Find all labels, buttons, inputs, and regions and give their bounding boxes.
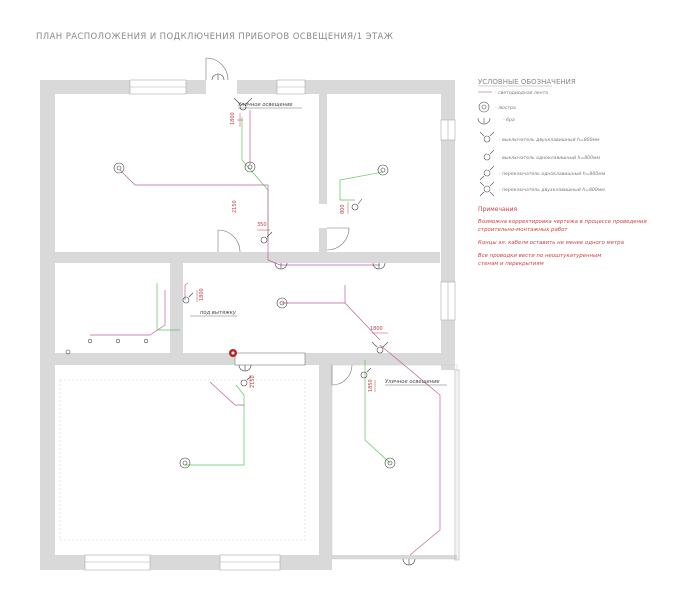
chandelier-room (377, 164, 389, 176)
chandelier-living (179, 457, 191, 469)
note-line-4: стенам и перекрытиям (478, 261, 544, 267)
plan-title: ПЛАН РАСПОЛОЖЕНИЯ И ПОДКЛЮЧЕНИЯ ПРИБОРОВ… (36, 32, 393, 42)
legend-item-6: - переключатель двухклавишный h=800мм (499, 187, 605, 193)
legend-item-0: - светодиодная лента (495, 91, 548, 96)
notes: Примечания Возможна корректировка чертеж… (478, 206, 648, 267)
wire-lines (90, 110, 441, 556)
legend: УСЛОВНЫЕ ОБОЗНАЧЕНИЯ - светодиодная лент… (477, 78, 606, 197)
dim-8: 2150 (232, 200, 238, 213)
tag-hood: под вытяжку (200, 310, 237, 316)
chandelier-fixtures (113, 161, 396, 469)
chandelier-symbol-icon (478, 101, 490, 113)
walls (40, 80, 457, 570)
dim-5: 1800 (370, 326, 383, 332)
note-line-1: строительно-монтажных работ (478, 227, 568, 233)
doors (205, 57, 353, 386)
terrace (59, 364, 458, 560)
legend-item-1: - люстра (495, 106, 516, 111)
sconce-symbol-icon (477, 117, 491, 125)
switches (182, 97, 389, 387)
double-passthrough-switch-symbol-icon (479, 181, 495, 197)
outlets-red (229, 349, 237, 357)
note-line-0: Возможна корректировка чертежа в процесс… (478, 219, 648, 225)
chandelier-corridor (276, 297, 288, 309)
chandelier-hall (113, 162, 125, 174)
feed-lines (156, 117, 391, 466)
single-switch-symbol-icon (483, 149, 495, 161)
single-passthrough-switch-symbol-icon (479, 165, 495, 181)
windows (84, 79, 460, 571)
dim-3: 800 (340, 204, 346, 214)
legend-item-4: - выключатель одноклавишный h=800мм (499, 155, 600, 161)
chandelier-terrace (384, 457, 396, 469)
tag-street-bottom: Уличное освещение (385, 379, 440, 385)
chandelier-hall2 (244, 161, 256, 173)
legend-item-3: - выключатель двухклавишный h=800мм (499, 137, 600, 143)
note-line-3: Все проводки вести по неоштукатуренным (478, 253, 601, 259)
dim-1: 1800 (230, 112, 236, 125)
tag-street-top: Уличное освещение (238, 102, 293, 108)
legend-item-5: - переключатель одноклавишный h=800мм (499, 171, 606, 177)
dim-4: 1800 (199, 288, 205, 301)
dim-6: 1850 (368, 379, 374, 392)
dim-2: 350 (257, 222, 267, 228)
notes-heading: Примечания (478, 206, 517, 213)
legend-item-2: - бра (503, 117, 515, 123)
wall-lamps (65, 73, 416, 566)
double-switch-symbol-icon (479, 131, 495, 143)
note-line-2: Концы эл. кабеля оставить не менее одног… (478, 240, 624, 246)
dimension-ticks (196, 113, 388, 392)
dim-7: 2150 (250, 375, 256, 388)
legend-heading: УСЛОВНЫЕ ОБОЗНАЧЕНИЯ (478, 78, 576, 86)
